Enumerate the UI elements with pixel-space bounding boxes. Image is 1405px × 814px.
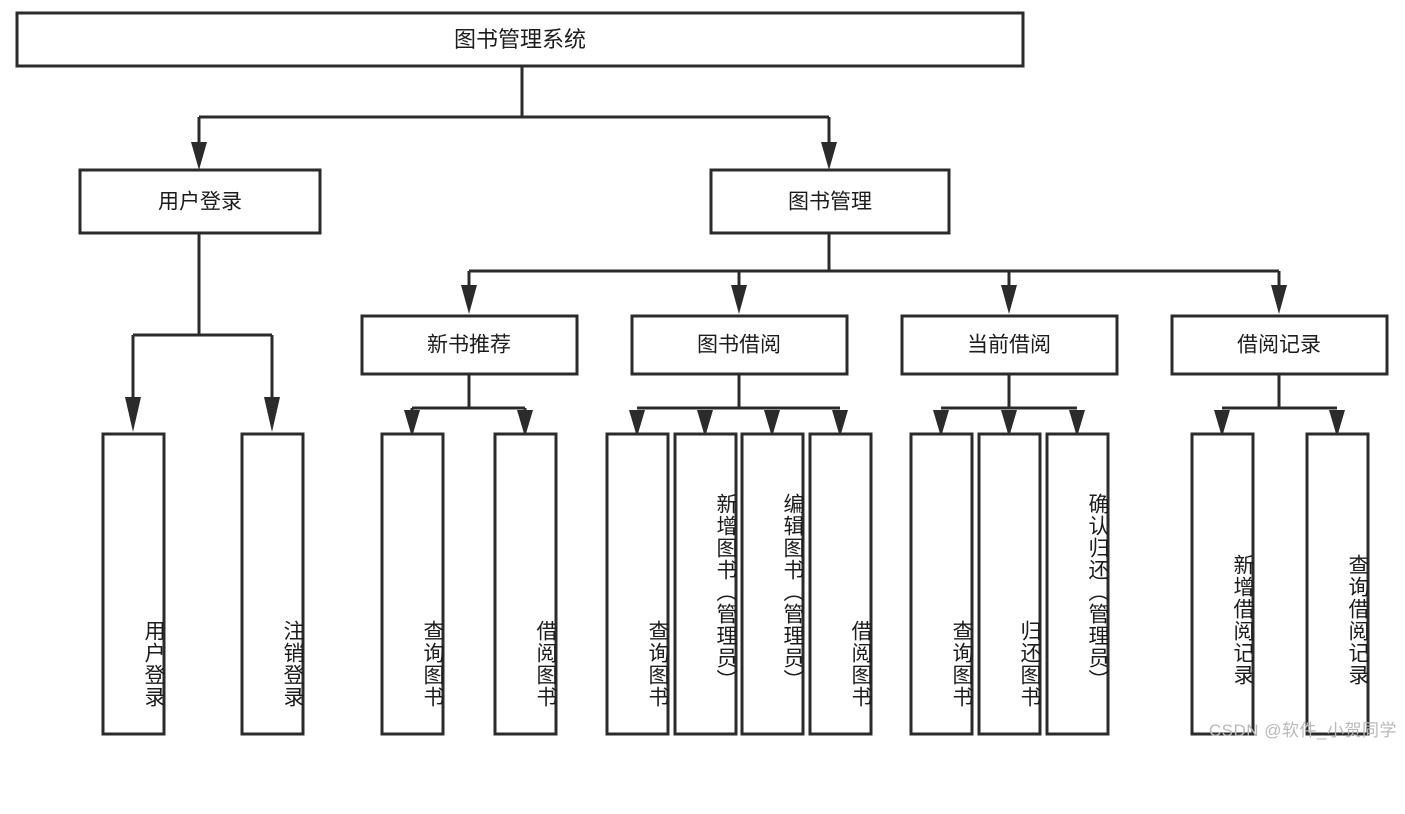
arrow-head-leaf-query-book-2: [629, 410, 645, 437]
arrow-head-new-book: [461, 285, 477, 314]
leaf-box-user-login[interactable]: [101, 432, 166, 736]
arrow-head-leaf-edit-book: [764, 410, 780, 437]
arrow-head-book-borrow: [731, 285, 747, 314]
node-borrow-record-label: 借阅记录: [1237, 334, 1321, 357]
node-book-borrow-box[interactable]: [630, 314, 849, 376]
leaf-box-query-record[interactable]: [1305, 432, 1370, 736]
leaf-box-edit-book[interactable]: [740, 432, 805, 736]
node-root[interactable]: 图书管理系统: [15, 11, 1025, 68]
arrow-head-leaf-add-book: [697, 410, 713, 437]
arrow-head-user-login: [191, 142, 207, 170]
node-user-login[interactable]: 用户登录: [78, 168, 322, 235]
node-new-book-recommend-box[interactable]: [360, 314, 579, 376]
leaf-box-borrow-book-1[interactable]: [493, 432, 558, 736]
leaf-box-query-book-1[interactable]: [380, 432, 445, 736]
diagram-canvas: 图书管理系统 用户登录 图书管理 新书推荐 图书借阅 当前借阅 借阅记录: [15, 11, 1397, 740]
node-current-borrow-label: 当前借阅: [967, 334, 1051, 357]
leaf-box-logout[interactable]: [240, 432, 305, 736]
arrow-head-leaf-add-record: [1214, 410, 1230, 437]
leaf-box-borrow-book-2[interactable]: [808, 432, 873, 736]
leaf-boxes: [101, 432, 1370, 736]
arrow-head-leaf-query-book-3: [933, 410, 949, 437]
node-new-book-recommend[interactable]: 新书推荐: [360, 314, 579, 376]
leaf-box-return-book[interactable]: [977, 432, 1042, 736]
node-book-management-label: 图书管理: [788, 191, 872, 214]
leaf-box-add-record[interactable]: [1190, 432, 1255, 736]
arrow-head-leaf-borrow-book-2: [832, 410, 848, 437]
node-current-borrow[interactable]: 当前借阅: [900, 314, 1119, 376]
arrow-head-leaf-borrow-book-1: [517, 410, 533, 437]
node-root-box[interactable]: [15, 11, 1025, 68]
leaf-box-query-book-3[interactable]: [909, 432, 974, 736]
node-user-login-label: 用户登录: [158, 191, 242, 214]
node-borrow-record[interactable]: 借阅记录: [1170, 314, 1389, 376]
node-book-management[interactable]: 图书管理: [709, 168, 951, 235]
node-user-login-box[interactable]: [78, 168, 322, 235]
node-new-book-recommend-label: 新书推荐: [427, 334, 511, 357]
connectors: [125, 66, 1345, 437]
node-current-borrow-box[interactable]: [900, 314, 1119, 376]
tree-diagram-svg: 图书管理系统 用户登录 图书管理 新书推荐 图书借阅 当前借阅 借阅记录: [15, 11, 1389, 736]
node-book-borrow-label: 图书借阅: [697, 334, 781, 357]
leaf-box-confirm-return[interactable]: [1045, 432, 1110, 736]
arrow-head-leaf-user-login: [125, 397, 141, 432]
node-root-label: 图书管理系统: [454, 27, 586, 52]
arrow-head-leaf-return-book: [1001, 410, 1017, 437]
leaf-box-add-book[interactable]: [673, 432, 738, 736]
arrow-head-leaf-logout: [264, 397, 280, 432]
node-book-management-box[interactable]: [709, 168, 951, 235]
arrow-head-current-borrow: [1001, 285, 1017, 314]
watermark-text: CSDN @软件_小贺同学: [1208, 721, 1397, 740]
arrow-head-book-management: [821, 142, 837, 170]
leaf-box-query-book-2[interactable]: [605, 432, 670, 736]
arrow-head-leaf-query-record: [1329, 410, 1345, 437]
node-book-borrow[interactable]: 图书借阅: [630, 314, 849, 376]
node-borrow-record-box[interactable]: [1170, 314, 1389, 376]
arrow-head-borrow-record: [1271, 285, 1287, 314]
arrow-head-leaf-query-book-1: [404, 410, 420, 437]
arrow-head-leaf-confirm-return: [1069, 410, 1085, 437]
